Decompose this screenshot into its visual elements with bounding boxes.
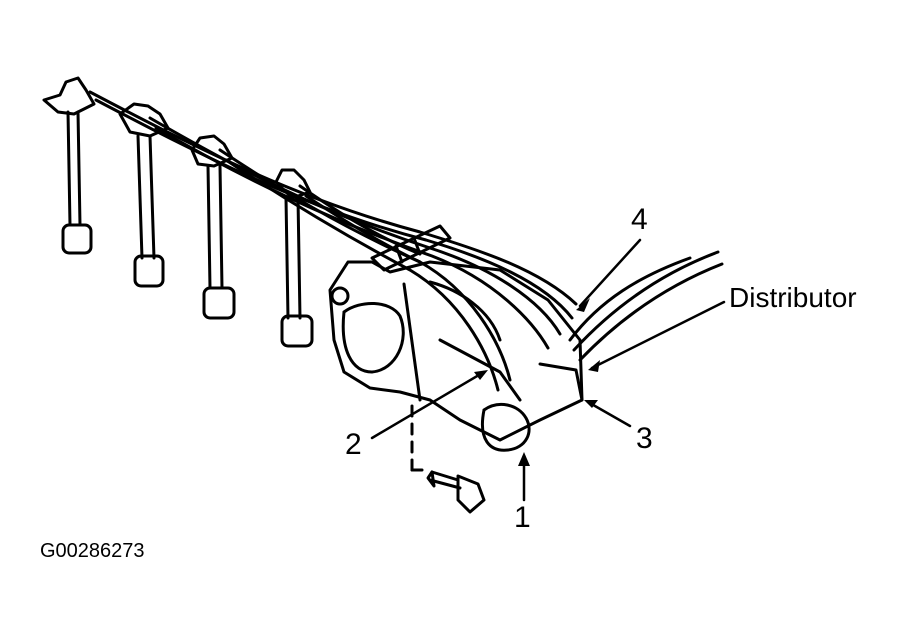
figure-code: G00286273 [40,540,145,562]
spark-plug-lead-1 [42,76,96,255]
leader-arrowheads [474,298,600,466]
spark-plug-lead-2 [118,102,170,288]
ignition-wire-bundle [88,90,578,392]
distributor-body [328,260,584,452]
callout-2: 2 [345,428,362,461]
callout-distributor: Distributor [729,282,857,313]
mounting-bolt [410,398,486,514]
distributor-harness [568,250,724,362]
spark-plug-lead-3 [190,134,236,320]
callout-4: 4 [631,203,648,236]
callout-1: 1 [514,501,531,534]
callout-3: 3 [636,422,653,455]
